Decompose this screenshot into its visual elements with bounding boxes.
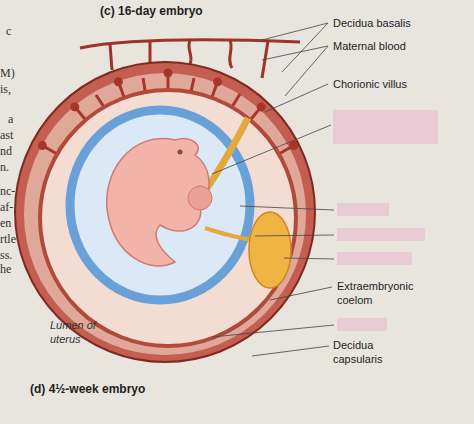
decidua <box>15 62 315 362</box>
part-label: Chorionic villus <box>333 77 407 91</box>
part-label: Decidua basalis <box>333 16 411 30</box>
page-text-fragment: c <box>6 24 11 38</box>
page-text-fragment: nd <box>0 144 12 158</box>
page-text-fragment: a <box>8 112 13 126</box>
blank-label-boxes <box>333 110 438 331</box>
page-text-fragment: he <box>0 262 11 276</box>
chorion <box>40 90 296 346</box>
figure-caption: (d) 4½-week embryo <box>30 382 145 396</box>
part-label: Maternal blood <box>333 39 406 53</box>
part-label: Extraembryonic coelom <box>337 279 437 307</box>
region-label: Lumen of uterus <box>50 318 112 346</box>
amnion <box>70 110 250 300</box>
heart-bulge <box>188 186 212 210</box>
page-text-fragment: en <box>0 216 11 230</box>
page-text-fragment: ast <box>0 128 13 142</box>
page-text-fragment: n. <box>0 160 9 174</box>
eye <box>178 150 183 155</box>
page-text-fragment: nc- <box>0 184 15 198</box>
page-text-fragment: M) <box>0 66 15 80</box>
decidua-inner <box>24 73 306 355</box>
page-text-fragment: af- <box>0 200 13 214</box>
page-text-fragment: ss. <box>0 248 12 262</box>
yolk-stalk <box>205 228 255 240</box>
part-label: Decidua capsularis <box>333 338 413 366</box>
yolk-sac <box>249 212 291 288</box>
part-heading: (c) 16-day embryo <box>100 4 203 18</box>
page-text-fragment: is, <box>0 82 11 96</box>
leader-lines <box>212 23 334 356</box>
page-text-fragment: rtle <box>0 232 16 246</box>
